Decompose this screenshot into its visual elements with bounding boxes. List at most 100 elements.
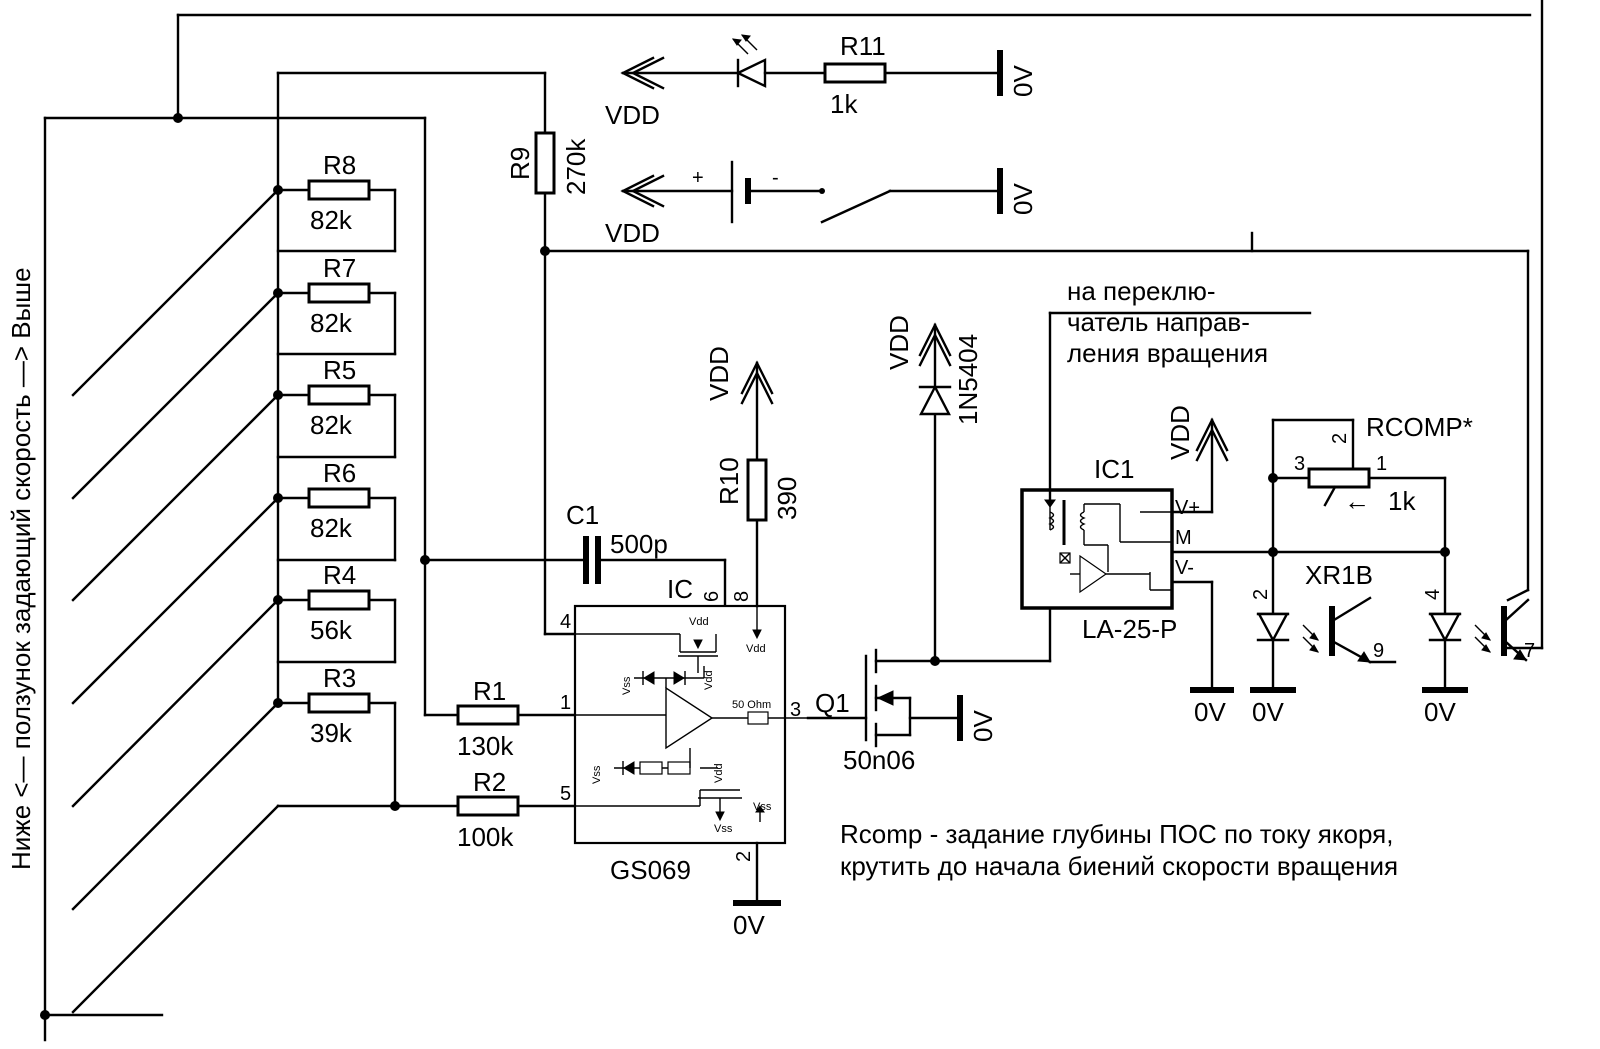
- r7-value: 82k: [310, 308, 353, 338]
- c1-name: C1: [566, 500, 599, 530]
- rcomp-pin1: 1: [1376, 453, 1387, 475]
- ic-gs069: IC GS069 4 1 5 3 2 6 8 Vdd Vdd 50 Ohm: [560, 574, 808, 885]
- resistor-r10: VDD R10 390: [704, 346, 802, 608]
- rcomp-pin2: 2: [1329, 433, 1351, 444]
- vdd-label-r10: VDD: [704, 346, 734, 401]
- gnd-label-led: 0V: [1008, 65, 1038, 97]
- q1-name: Q1: [815, 688, 850, 718]
- battery-switch-row: + - VDD 0V: [605, 160, 1038, 248]
- r1-value: 130k: [457, 731, 514, 761]
- resistors-r1-r2: R1 130k R2 100k: [398, 676, 577, 852]
- r5-value: 82k: [310, 410, 353, 440]
- r6-value: 82k: [310, 513, 353, 543]
- ic-pin6: 6: [701, 591, 723, 602]
- gnd-label-battery: 0V: [1008, 183, 1038, 215]
- r7-name: R7: [323, 253, 356, 283]
- vdd-label-battery: VDD: [605, 218, 660, 248]
- ic-inner-vdd-top: Vdd: [689, 616, 709, 628]
- indicator-led-row: R11 1k VDD 0V: [605, 31, 1038, 130]
- ic-pin4: 4: [560, 611, 571, 633]
- r1-name: R1: [473, 676, 506, 706]
- gnd-label-opto-a: 0V: [1252, 697, 1284, 727]
- opto-pin2: 2: [1250, 589, 1272, 600]
- rcomp-name: RCOMP*: [1366, 412, 1473, 442]
- ic-pin1: 1: [560, 692, 571, 714]
- ic-inner-vss-c: Vss: [714, 823, 733, 835]
- r8-value: 82k: [310, 205, 353, 235]
- resistor-r9: R9 270k: [505, 131, 591, 195]
- rcomp-pin3: 3: [1294, 453, 1305, 475]
- vdd-label-diode: VDD: [884, 315, 914, 370]
- ic-pin3: 3: [790, 699, 801, 721]
- ic-ground: 0V: [733, 841, 781, 940]
- ic-inner-vss-d: Vss: [753, 801, 772, 813]
- ic-inner-50ohm: 50 Ohm: [732, 699, 771, 711]
- r2-value: 100k: [457, 822, 514, 852]
- trimmer-rcomp: 3 1 2 RCOMP* ← 1k: [1268, 412, 1473, 557]
- ic1-wiring: VDD 0V: [1048, 405, 1447, 727]
- rcomp-note: Rcomp - задание глубины ПОС по току якор…: [840, 819, 1398, 881]
- r6-name: R6: [323, 458, 356, 488]
- ic1-pin-m: M: [1175, 527, 1192, 549]
- q1-part: 50n06: [843, 745, 915, 775]
- ic-pin8: 8: [731, 591, 753, 602]
- ic-inner-vss-a: Vss: [621, 676, 633, 695]
- capacitor-c1: C1 500p: [420, 500, 727, 608]
- r2-name: R2: [473, 767, 506, 797]
- direction-note-line2: чатель направ-: [1067, 307, 1250, 337]
- vdd-label-ic1: VDD: [1165, 405, 1195, 460]
- optocoupler-xr1b: 0V 2 XR1B 9 0V 4 7: [1250, 550, 1535, 727]
- diode-1n5404: VDD 1N5404: [884, 315, 983, 663]
- r4-name: R4: [323, 560, 356, 590]
- r9-name: R9: [505, 147, 535, 180]
- opto-pin4: 4: [1422, 589, 1444, 600]
- r10-name: R10: [714, 457, 744, 505]
- r11-value: 1k: [830, 89, 858, 119]
- gnd-label-opto-b: 0V: [1424, 697, 1456, 727]
- r5-name: R5: [323, 355, 356, 385]
- resistor-ladder: R8 82k R7 82k R5 82k R6 82k R4 56k R3 39…: [273, 71, 402, 811]
- opto-name: XR1B: [1305, 560, 1373, 590]
- gnd-label-q1: 0V: [968, 710, 998, 742]
- ic-inner-vdd-pin8: Vdd: [746, 643, 766, 655]
- ic1-current-sensor: IC1 LA-25-P V+ M V-: [1020, 454, 1200, 644]
- r11-name: R11: [840, 31, 886, 61]
- r8-name: R8: [323, 150, 356, 180]
- r9-value: 270k: [561, 138, 591, 195]
- ic-pin5: 5: [560, 783, 571, 805]
- top-wiring: [173, 0, 1544, 650]
- r3-value: 39k: [310, 718, 353, 748]
- vdd-label-led: VDD: [605, 100, 660, 130]
- opto-pin7: 7: [1524, 640, 1535, 662]
- ic-inner-vdd-a: Vdd: [703, 670, 715, 690]
- ic1-part: LA-25-P: [1082, 614, 1177, 644]
- note-line1: Rcomp - задание глубины ПОС по току якор…: [840, 819, 1393, 849]
- battery-minus: -: [772, 167, 779, 189]
- ic-pin2: 2: [733, 851, 755, 862]
- ic1-pin-vminus: V-: [1175, 557, 1194, 579]
- direction-note-line1: на переклю-: [1067, 276, 1216, 306]
- r4-value: 56k: [310, 615, 353, 645]
- ic-inner-vss-b: Vss: [591, 765, 603, 784]
- diode-part: 1N5404: [953, 334, 983, 425]
- slider-direction-label: Ниже <— ползунок задающий скорость —> Вы…: [6, 267, 36, 870]
- opto-pin9: 9: [1373, 640, 1384, 662]
- gnd-label-ic: 0V: [733, 910, 765, 940]
- c1-value: 500p: [610, 529, 668, 559]
- note-line2: крутить до начала биений скорости вращен…: [840, 851, 1398, 881]
- r10-value: 390: [772, 477, 802, 520]
- r3-name: R3: [323, 663, 356, 693]
- ic-inner-vdd-b: Vdd: [713, 763, 725, 783]
- direction-note-line3: ления вращения: [1067, 338, 1268, 368]
- rcomp-arrow: ←: [1344, 486, 1370, 516]
- ic1-name: IC1: [1094, 454, 1134, 484]
- ic-name: IC: [667, 574, 693, 604]
- gnd-label-ic1: 0V: [1194, 697, 1226, 727]
- rcomp-value: 1k: [1388, 486, 1416, 516]
- battery-plus: +: [692, 167, 704, 189]
- ic-part: GS069: [610, 855, 691, 885]
- speed-slider-contacts: [40, 116, 427, 1042]
- ic1-pin-vplus: V+: [1175, 497, 1200, 519]
- direction-switch-note: на переклю- чатель направ- ления вращени…: [1067, 276, 1268, 368]
